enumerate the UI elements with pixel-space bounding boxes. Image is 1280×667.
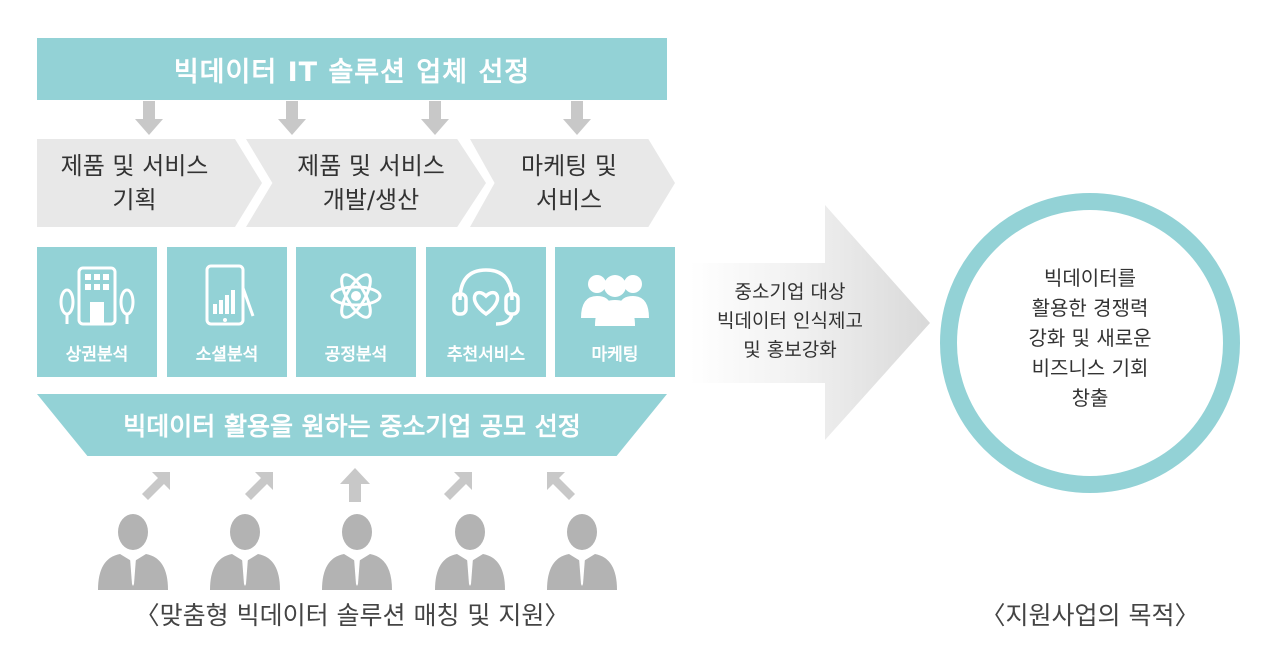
process-step-marketing: 마케팅 및 서비스: [470, 139, 675, 227]
tablet-chart-icon: [205, 264, 255, 326]
people-group-icon: [581, 275, 649, 326]
left-caption: 〈맞춤형 빅데이터 솔루션 매칭 및 지원〉: [134, 601, 570, 630]
up-arrow-icon: [444, 472, 472, 500]
person-icon: [98, 514, 168, 590]
down-arrow-icon: [421, 101, 449, 135]
building-icon: [59, 266, 135, 326]
tile-recommendation-service: 추천서비스: [426, 247, 546, 377]
person-icon: [210, 514, 280, 590]
bottom-banner: 빅데이터 활용을 원하는 중소기업 공모 선정: [37, 394, 667, 456]
tile-label: 소셜분석: [195, 345, 259, 365]
tile-social-analysis: 소셜분석: [167, 247, 287, 377]
arrow-text: 중소기업 대상 빅데이터 인식제고 및 홍보강화: [717, 281, 863, 361]
up-arrow-icon: [245, 472, 273, 500]
right-caption: 〈지원사업의 목적〉: [980, 601, 1200, 630]
big-right-arrow-icon: [690, 205, 930, 440]
tile-label: 상권분석: [65, 345, 129, 365]
person-icon: [435, 514, 505, 590]
tile-label: 공정분석: [324, 345, 388, 365]
tile-commercial-analysis: 상권분석: [37, 247, 157, 377]
down-arrow-icon: [278, 101, 306, 135]
up-arrow-icon: [142, 472, 170, 500]
headset-heart-icon: [452, 268, 520, 326]
down-arrow-icon: [563, 101, 591, 135]
up-arrow-icon: [340, 468, 370, 502]
tile-label: 추천서비스: [446, 345, 526, 365]
tile-process-analysis: 공정분석: [296, 247, 416, 377]
person-icon: [547, 514, 617, 590]
person-icon: [322, 514, 392, 590]
tile-label: 마케팅: [591, 345, 639, 365]
goal-text: 빅데이터를 활용한 경쟁력 강화 및 새로운 비즈니스 기회 창출: [1028, 266, 1152, 410]
process-step-development: 제품 및 서비스 개발/생산: [246, 139, 486, 227]
down-arrow-icon: [135, 101, 163, 135]
tile-marketing: 마케팅: [555, 247, 675, 377]
goal-circle: 빅데이터를 활용한 경쟁력 강화 및 새로운 비즈니스 기회 창출: [940, 193, 1240, 493]
process-step-planning: 제품 및 서비스 기획: [37, 139, 262, 227]
top-banner: 빅데이터 IT 솔루션 업체 선정: [37, 38, 667, 100]
up-arrow-icon: [547, 472, 575, 500]
atom-icon: [330, 273, 382, 319]
